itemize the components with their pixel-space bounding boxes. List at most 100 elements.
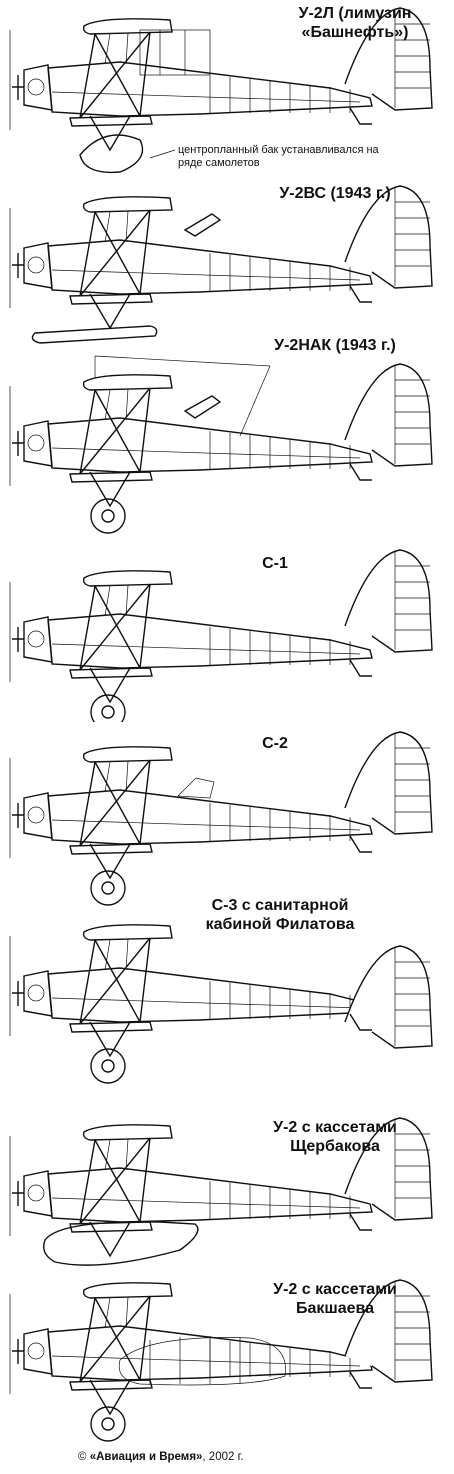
figure-s1: С-1 bbox=[0, 542, 454, 722]
landing-gear bbox=[89, 1021, 131, 1058]
upper-wing bbox=[82, 374, 173, 391]
cabin-window bbox=[177, 777, 215, 799]
aircraft-drawing-s2 bbox=[9, 731, 433, 906]
wheel bbox=[90, 498, 126, 534]
interplane-struts bbox=[79, 937, 151, 1025]
tail-skid bbox=[349, 1213, 372, 1231]
tail-fin bbox=[344, 731, 433, 835]
lower-wing bbox=[69, 667, 153, 679]
figure-s2: С-2 bbox=[0, 728, 454, 908]
copyright-symbol: © bbox=[78, 1451, 87, 1463]
limousine-cabin bbox=[139, 29, 211, 76]
tail-skid bbox=[349, 659, 372, 677]
interplane-struts bbox=[79, 583, 151, 671]
cylinder-head bbox=[27, 806, 45, 824]
tail-skid bbox=[349, 285, 372, 303]
tail-skid bbox=[349, 1371, 372, 1389]
figure-s3: С-3 с санитарной кабиной Филатова bbox=[0, 896, 454, 1106]
fuselage bbox=[47, 613, 373, 669]
airframe-u2nak bbox=[9, 363, 433, 534]
wheel-hub bbox=[101, 705, 115, 719]
fuselage bbox=[47, 789, 373, 845]
fuselage bbox=[47, 1325, 373, 1381]
cabane-struts bbox=[104, 388, 129, 421]
upper-wing bbox=[82, 1124, 173, 1141]
propeller bbox=[12, 981, 24, 1006]
landing-gear bbox=[89, 667, 131, 704]
landing-gear bbox=[89, 1379, 131, 1416]
figure-u2shch: У-2 с кассетами Щербакова bbox=[0, 1112, 454, 1292]
aircraft-drawing-u2vs bbox=[9, 185, 433, 344]
tail-fin bbox=[344, 7, 433, 111]
upper-wing bbox=[82, 924, 173, 941]
center-tank-note: центропланный бак устанавливался на ряде… bbox=[178, 144, 379, 169]
tail-skid bbox=[349, 835, 372, 853]
wheel-hub bbox=[101, 1417, 115, 1431]
fuselage-stringer bbox=[51, 447, 361, 459]
copyright-year: , 2002 г. bbox=[202, 1451, 244, 1463]
lower-wing bbox=[69, 843, 153, 855]
fuselage-stringer bbox=[51, 91, 361, 103]
fuselage bbox=[47, 61, 373, 117]
tail-fin bbox=[344, 1117, 433, 1221]
figure-u2vs: У-2ВС (1943 г.) bbox=[0, 178, 454, 348]
tail-fin bbox=[344, 363, 433, 467]
upper-wing bbox=[82, 196, 173, 213]
interplane-struts bbox=[79, 387, 151, 475]
landing-gear bbox=[89, 115, 131, 152]
cabane-struts bbox=[104, 210, 129, 243]
tail-skid bbox=[349, 463, 372, 481]
cylinder-head bbox=[27, 78, 45, 96]
upper-wing bbox=[82, 570, 173, 587]
landing-gear bbox=[89, 843, 131, 880]
fuselage-stringer bbox=[51, 1197, 361, 1209]
wheel-hub bbox=[101, 509, 115, 523]
camera-frame bbox=[94, 355, 271, 437]
airframe-s3 bbox=[9, 924, 433, 1084]
cabane-struts bbox=[104, 1138, 129, 1171]
center-tank bbox=[79, 134, 176, 174]
propeller bbox=[12, 803, 24, 828]
airframe-s1 bbox=[9, 549, 433, 722]
cylinder-head bbox=[27, 256, 45, 274]
figure-u2nak: У-2НАК (1943 г.) bbox=[0, 336, 454, 546]
propeller bbox=[12, 253, 24, 278]
interplane-struts bbox=[79, 759, 151, 847]
landing-gear bbox=[89, 1221, 131, 1258]
interplane-struts bbox=[79, 1137, 151, 1225]
cabane-struts bbox=[104, 760, 129, 793]
upper-wing bbox=[82, 1282, 173, 1299]
wheel-hub bbox=[101, 881, 115, 895]
cabane-struts bbox=[104, 32, 129, 65]
fuselage-stringer bbox=[51, 269, 361, 281]
interplane-struts bbox=[79, 209, 151, 297]
upper-wing bbox=[82, 746, 173, 763]
figure-u2bak: У-2 с кассетами Бакшаева bbox=[0, 1276, 454, 1446]
cabane-struts bbox=[104, 938, 129, 971]
airframe-u2bak bbox=[9, 1279, 433, 1442]
wheel bbox=[90, 1048, 126, 1084]
wheel-hub bbox=[101, 1059, 115, 1073]
fuselage bbox=[47, 1167, 373, 1223]
cylinder-head bbox=[27, 984, 45, 1002]
tail-skid bbox=[349, 107, 372, 125]
lower-wing bbox=[69, 1021, 153, 1033]
cassette-pod bbox=[43, 1221, 199, 1266]
wheel bbox=[90, 870, 126, 906]
propeller bbox=[12, 1181, 24, 1206]
cylinder-head bbox=[27, 1184, 45, 1202]
lower-wing bbox=[69, 115, 153, 127]
machine-gun bbox=[183, 395, 222, 419]
aircraft-drawing-s3 bbox=[9, 924, 433, 1084]
cylinder-head bbox=[27, 434, 45, 452]
interplane-struts bbox=[79, 31, 151, 119]
lower-wing bbox=[69, 293, 153, 305]
tail-fin bbox=[344, 549, 433, 653]
figure-title: С-1 bbox=[262, 555, 288, 572]
lower-wing bbox=[69, 471, 153, 483]
aircraft-drawing-s1 bbox=[9, 549, 433, 722]
cassette-fairing bbox=[118, 1336, 286, 1386]
fuselage-stringer bbox=[51, 997, 361, 1009]
aircraft-drawing-u2shch bbox=[9, 1117, 433, 1266]
figure-title: У-2 с кассетами Щербакова bbox=[273, 1119, 397, 1155]
